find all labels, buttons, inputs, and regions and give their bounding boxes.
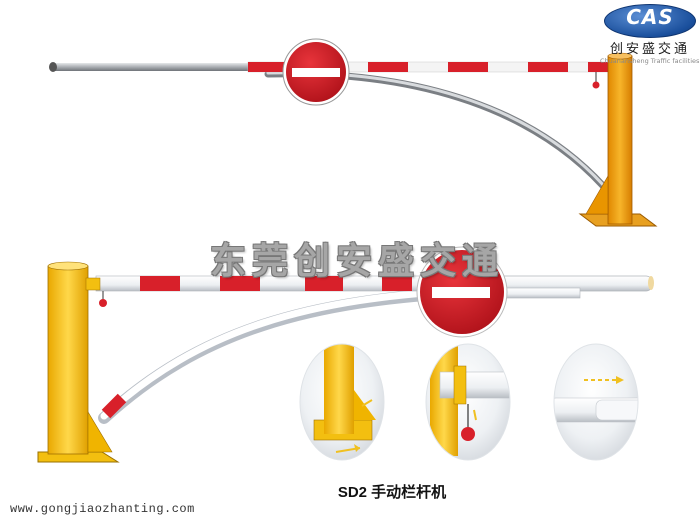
logo-badge: CAS bbox=[604, 4, 696, 38]
logo-english-name: Chuanansheng Traffic facilities bbox=[600, 57, 700, 65]
website-url: www.gongjiaozhanting.com bbox=[10, 502, 195, 516]
company-logo: CAS 创安盛交通 Chuanansheng Traffic facilitie… bbox=[600, 2, 700, 70]
no-entry-sign-icon bbox=[416, 246, 508, 338]
bottom-release-knob bbox=[99, 299, 107, 307]
top-post bbox=[607, 55, 633, 225]
top-release-knob bbox=[592, 81, 600, 89]
top-boom-steel bbox=[52, 63, 252, 71]
bottom-barrier bbox=[37, 246, 654, 463]
top-boom-striped bbox=[247, 61, 615, 73]
detail-tube-joint-view bbox=[553, 343, 639, 461]
detail-base-view bbox=[299, 343, 385, 461]
logo-chinese-name: 创安盛交通 bbox=[609, 42, 690, 57]
bottom-post bbox=[47, 265, 89, 455]
watermark-text: 东莞创安盛交通 bbox=[209, 240, 504, 282]
product-caption: SD2 手动栏杆机 bbox=[337, 484, 447, 501]
bottom-support-arm bbox=[98, 286, 476, 424]
bottom-boom-striped bbox=[95, 275, 487, 292]
detail-knob-view bbox=[425, 343, 511, 461]
no-entry-sign-icon bbox=[282, 38, 350, 106]
top-barrier bbox=[49, 38, 658, 227]
